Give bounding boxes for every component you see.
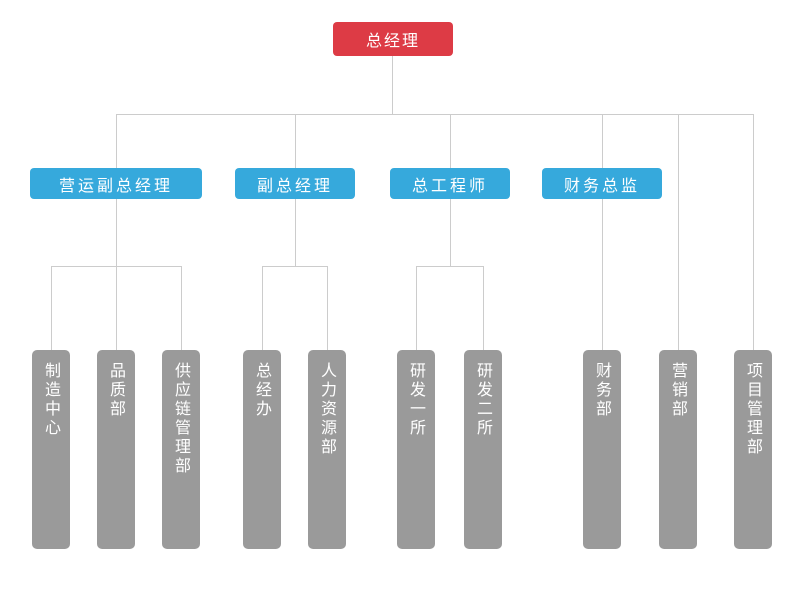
connector-line-drop-deputy-gm	[295, 114, 296, 168]
connector-line-deputy-gm-to-rail	[295, 199, 296, 266]
connector-line-drop-project-mgmt-dept	[753, 114, 754, 350]
org-node-department: 人力资源部	[308, 350, 346, 549]
org-node-chief-engineer: 总工程师	[390, 168, 510, 199]
connector-line-drop-marketing-dept	[678, 114, 679, 350]
org-node-department: 总经办	[243, 350, 281, 549]
org-node-deputy-gm: 副总经理	[235, 168, 355, 199]
connector-line-ops-rail	[51, 266, 182, 267]
connector-line-ops-to-children	[116, 199, 117, 350]
connector-line-drop-rd-institute-2	[483, 266, 484, 350]
connector-line-drop-finance-dept	[602, 199, 603, 350]
connector-line-deputy-gm-rail	[262, 266, 328, 267]
org-node-department: 营销部	[659, 350, 697, 549]
connector-line-root-drop	[392, 56, 393, 114]
connector-line-drop-operations-deputy-gm	[116, 114, 117, 168]
org-node-department: 品质部	[97, 350, 135, 549]
org-node-department: 财务部	[583, 350, 621, 549]
org-node-department: 研发二所	[464, 350, 502, 549]
org-node-operations-deputy-gm: 营运副总经理	[30, 168, 202, 199]
connector-line-top-rail	[116, 114, 754, 115]
connector-line-chief-engineer-rail	[416, 266, 484, 267]
org-node-department: 供应链管理部	[162, 350, 200, 549]
connector-line-drop-supply-chain-dept	[181, 266, 182, 350]
connector-line-drop-manufacturing-center	[51, 266, 52, 350]
connector-line-drop-gm-office	[262, 266, 263, 350]
org-node-department: 制造中心	[32, 350, 70, 549]
org-node-finance-director: 财务总监	[542, 168, 662, 199]
connector-line-drop-hr-dept	[327, 266, 328, 350]
connector-line-chief-engineer-to-rail	[450, 199, 451, 266]
org-node-department: 研发一所	[397, 350, 435, 549]
connector-line-drop-rd-institute-1	[416, 266, 417, 350]
connector-line-drop-finance-director	[602, 114, 603, 168]
org-node-department: 项目管理部	[734, 350, 772, 549]
connector-line-drop-chief-engineer	[450, 114, 451, 168]
org-node-general-manager: 总经理	[333, 22, 453, 56]
